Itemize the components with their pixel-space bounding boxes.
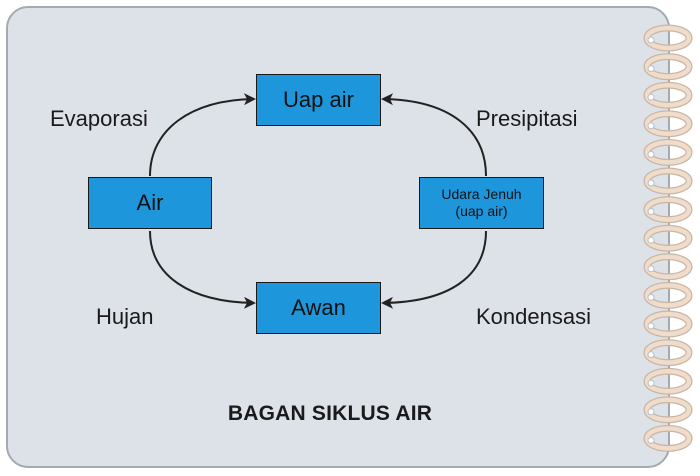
diagram-title: BAGAN SIKLUS AIR [227,402,433,425]
arrow-udara-jenuh-to-uap-air [381,93,487,177]
spiral-ring [643,81,693,109]
spiral-ring [643,253,693,281]
node-awan-label: Awan [291,295,346,320]
node-udara-jenuh-label-line1: Udara Jenuh [441,186,522,202]
spiral-ring [643,424,693,452]
spiral-ring [643,167,693,195]
spiral-ring [643,196,693,224]
node-udara-jenuh-label-line2: (uap air) [455,203,508,219]
spiral-ring [643,339,693,367]
edge-label-presipitasi: Presipitasi [476,106,578,131]
arrow-air-to-uap-air [149,93,256,177]
spiral-ring [643,138,693,166]
spiral-ring [643,224,693,252]
arrow-udara-jenuh-to-awan [381,230,487,309]
node-uap-air-label: Uap air [283,87,354,112]
spiral-ring [643,367,693,395]
spiral-ring [643,53,693,81]
node-awan: Awan [256,282,381,334]
node-air: Air [88,177,212,229]
edge-label-hujan: Hujan [96,304,154,329]
spiral-ring [643,24,693,52]
spiral-ring [643,396,693,424]
edge-label-kondensasi: Kondensasi [476,304,591,329]
node-uap-air: Uap air [256,74,381,126]
node-udara-jenuh: Udara Jenuh (uap air) [419,177,544,229]
spiral-ring [643,281,693,309]
arrow-air-to-awan [149,230,256,309]
node-air-label: Air [136,190,164,215]
spiral-ring [643,310,693,338]
edge-label-evaporasi: Evaporasi [50,106,148,131]
spiral-ring [643,110,693,138]
